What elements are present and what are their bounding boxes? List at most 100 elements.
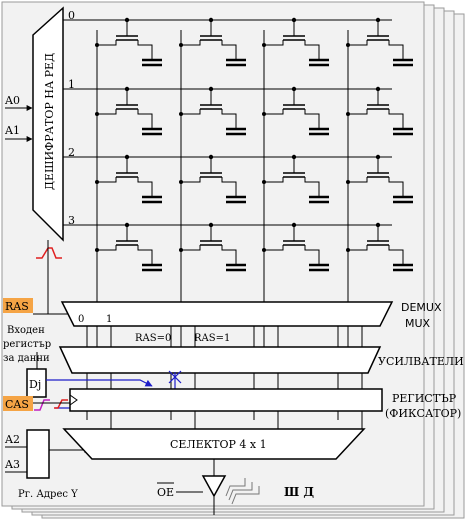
input-register-label-1: Входен [7,325,45,336]
memory-cell-r1-c0 [95,86,162,136]
a3-label: A3 [4,458,20,471]
memory-cell-r1-c2 [262,86,329,136]
bitline-node [95,112,99,116]
register-label-2: (ФИКСАТОР) [385,407,461,420]
source-lead [181,40,201,46]
selector-4x1 [62,428,366,460]
memory-cell-r0-c3 [346,17,413,67]
demux-label: DEMUX [401,301,442,314]
bitline-node [262,112,266,116]
oe-label: OE [157,486,174,499]
dj-label: Dj [29,378,41,391]
drain-lead [388,245,404,265]
source-lead [264,177,284,183]
memory-cell-r2-c3 [346,154,413,204]
output-buffer-icon [201,475,227,498]
drain-lead [388,177,404,197]
memory-cell-r3-c0 [95,222,162,272]
source-lead [97,245,117,251]
bitline-node [262,248,266,252]
row-label-0: 0 [68,9,75,22]
source-lead [264,109,284,115]
bitline-node [346,248,350,252]
drain-lead [388,109,404,129]
bitline-node [346,112,350,116]
selector-label: СЕЛЕКТОР 4 x 1 [170,438,267,451]
cas-strobe-red [54,399,68,409]
input-register-label-2: регистър [3,339,51,350]
drain-lead [221,109,237,129]
drain-lead [221,245,237,265]
drain-lead [304,109,320,129]
amplifiers-label: УСИЛВАТЕЛИ [378,355,464,368]
mux-input-0-label: 0 [78,314,84,325]
source-lead [181,245,201,251]
source-lead [348,40,368,46]
cas-label: CAS [5,398,29,411]
drain-lead [304,177,320,197]
source-lead [264,40,284,46]
data-bus-lines [225,478,260,505]
memory-cell-r0-c2 [262,17,329,67]
latch-register [69,388,383,412]
memory-cell-r1-c3 [346,86,413,136]
bitline-node [179,43,183,47]
row-label-1: 1 [68,78,75,91]
drain-lead [304,40,320,60]
mux-input-1-label: 1 [106,314,112,325]
drain-lead [221,177,237,197]
ras-eq-1-label: RAS=1 [194,333,230,344]
memory-cell-r2-c1 [179,154,246,204]
memory-cell-array [63,17,413,429]
cas-highlight [3,396,33,411]
bitline-node [262,43,266,47]
memory-cell-r0-c0 [95,17,162,67]
bitline-node [95,248,99,252]
bitline-node [179,180,183,184]
memory-cell-r2-c0 [95,154,162,204]
demux-mux-block [60,301,394,327]
address-y-label: Рг. Адрес Y [18,489,78,500]
cas-strobe-waveform [34,399,50,411]
source-lead [264,245,284,251]
amplifiers-block [58,346,382,374]
memory-cell-r3-c1 [179,222,246,272]
input-register-label-3: за данни [3,353,50,364]
drain-lead [221,40,237,60]
drain-lead [304,245,320,265]
write-data-path [46,379,153,387]
memory-cell-r1-c1 [179,86,246,136]
row-label-3: 3 [68,214,75,227]
source-lead [348,177,368,183]
bitline-node [95,180,99,184]
bitline-node [95,43,99,47]
memory-cell-r3-c3 [346,222,413,272]
bitline-node [179,112,183,116]
ras-highlight [3,298,33,313]
a2-label: A2 [4,433,20,446]
ras-strobe-waveform [36,247,62,259]
source-lead [181,109,201,115]
drain-lead [137,245,153,265]
bitline-node [346,43,350,47]
source-lead [97,177,117,183]
row-decoder: ДЕШИФРАТОР НА РЕД [32,6,64,242]
register-label-1: РЕГИСТЪР [392,392,457,405]
data-bus-label: Ш Д [284,485,314,499]
row-label-2: 2 [68,146,75,159]
source-lead [348,245,368,251]
ras-label: RAS [5,300,29,313]
source-lead [97,109,117,115]
cross-mark-b [168,370,182,384]
source-lead [97,40,117,46]
memory-cell-r2-c2 [262,154,329,204]
memory-cell-r3-c2 [262,222,329,272]
front-plane [1,1,425,507]
drain-lead [137,109,153,129]
drain-lead [388,40,404,60]
ras-eq-0-label: RAS=0 [135,333,171,344]
source-lead [348,109,368,115]
drain-lead [137,177,153,197]
a1-label: A1 [4,124,20,137]
